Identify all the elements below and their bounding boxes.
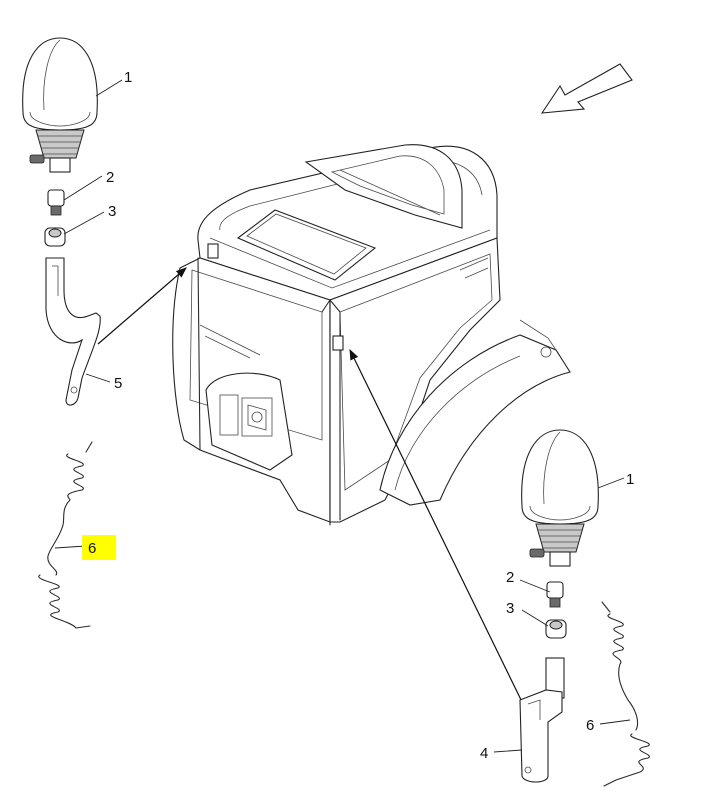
callout-2-left: 2: [106, 169, 114, 186]
direction-arrow-icon: [540, 63, 633, 114]
cab-console: [205, 372, 293, 471]
tractor-cab: [172, 144, 571, 526]
bulb-left: [47, 189, 65, 216]
callout-5-left: 5: [114, 375, 122, 392]
callout-3-right: 3: [506, 600, 514, 617]
bracket-right: [519, 657, 565, 783]
leader-lines: [54, 79, 631, 753]
callout-2-right: 2: [506, 569, 514, 586]
beacon-lamp-left: [22, 37, 98, 173]
coiled-cable-right: [601, 601, 650, 787]
coiled-cable-left: [38, 441, 93, 629]
bulb-holder-left: [44, 227, 66, 247]
mount-point-left: [207, 243, 219, 259]
bracket-left: [45, 257, 101, 406]
bulb-right: [546, 581, 564, 608]
callout-1-right: 1: [626, 471, 634, 488]
callout-3-left: 3: [108, 203, 116, 220]
callout-6-right: 6: [586, 717, 594, 734]
callout-6-left: 6: [88, 540, 96, 557]
bulb-holder-right: [545, 619, 567, 639]
callout-4-right: 4: [480, 745, 488, 762]
roof-hatch: [236, 209, 377, 281]
callout-1-left: 1: [124, 69, 132, 86]
mount-point-right: [332, 335, 344, 351]
mount-arrow-right: [349, 349, 526, 709]
callout-highlight: [82, 535, 116, 560]
beacon-lamp-right: [521, 429, 599, 567]
mount-arrow-left: [97, 267, 187, 345]
